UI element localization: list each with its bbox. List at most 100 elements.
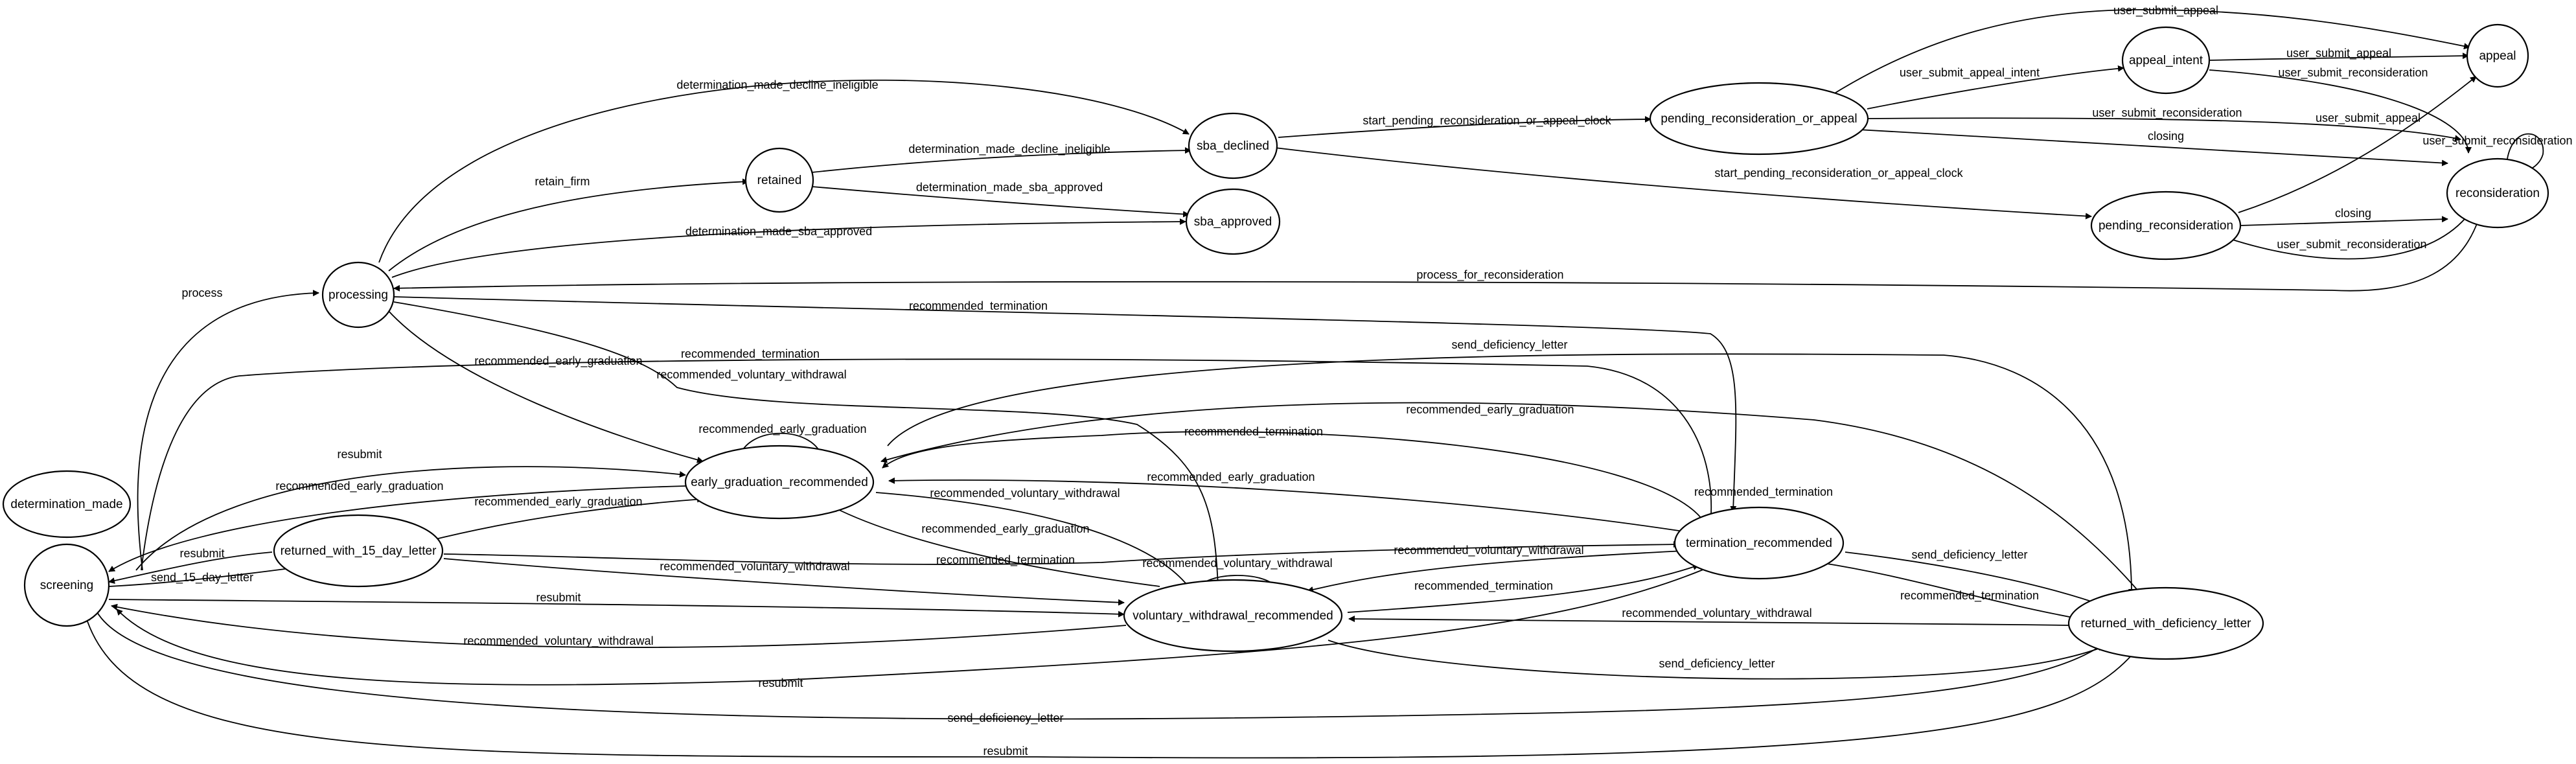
edge-deficiency-from-vol-withdrawal: send_deficiency_letter [1328, 640, 2114, 680]
edge-label: user_submit_appeal [2286, 47, 2391, 60]
node-pending-reconsideration-or-appeal: pending_reconsideration_or_appeal [1649, 82, 1869, 156]
node-processing: processing [321, 261, 395, 329]
edge-closing-2: closing [2240, 207, 2448, 226]
edge-resubmit-15-day-to-screening: resubmit [108, 547, 273, 584]
edge-label: user_submit_reconsideration [2422, 134, 2572, 148]
edge-label: recommended_termination [1900, 589, 2039, 603]
edge-label: send_deficiency_letter [1451, 338, 1567, 352]
edge-early-grad-to-screening: recommended_early_graduation [108, 480, 686, 572]
edge-termination-from-vol-withdrawal: recommended_termination [1347, 564, 1699, 613]
edge-vol-withdrawal-from-termination: recommended_voluntary_withdrawal [1307, 544, 1685, 593]
edge-label: resubmit [983, 745, 1028, 758]
edge-label: recommended_early_graduation [275, 480, 443, 493]
edge-early-grad-from-deficiency: recommended_early_graduation [880, 402, 2152, 607]
edge-early-grad-from-15-day: recommended_early_graduation [427, 495, 704, 542]
edge-label: recommended_voluntary_withdrawal [656, 368, 846, 382]
edge-start-clock-1: start_pending_reconsideration_or_appeal_… [1278, 114, 1651, 138]
edge-decline-from-processing: determination_made_decline_ineligible [378, 78, 1190, 263]
edge-vol-withdrawal-from-processing: recommended_voluntary_withdrawal [393, 301, 1221, 587]
node-sba-declined: sba_declined [1188, 112, 1278, 179]
edge-label: start_pending_reconsideration_or_appeal_… [1363, 114, 1611, 128]
edge-resubmit-screening-to-early-grad: resubmit [135, 448, 686, 571]
node-termination-recommended: termination_recommended [1673, 506, 1845, 580]
edge-label: send_deficiency_letter [1911, 548, 2027, 562]
edge-label: recommended_voluntary_withdrawal [660, 560, 849, 573]
edge-label: resubmit [337, 448, 382, 461]
edge-label: process_for_reconsideration [1416, 268, 1563, 282]
edge-deficiency-from-screening: send_deficiency_letter [97, 612, 2103, 725]
edge-start-clock-2: start_pending_reconsideration_or_appeal_… [1274, 147, 2092, 220]
edge-label: user_submit_reconsideration [2092, 106, 2242, 120]
svg-text:retained: retained [757, 174, 802, 187]
node-determination-made: determination_made [2, 470, 132, 538]
svg-text:processing: processing [328, 288, 388, 302]
node-sba-approved: sba_approved [1185, 188, 1281, 255]
edge-label: user_submit_reconsideration [2278, 66, 2428, 80]
edge-early-grad-from-termination: recommended_early_graduation [888, 470, 1684, 532]
edge-label: recommended_early_graduation [474, 354, 642, 368]
svg-text:sba_declined: sba_declined [1197, 139, 1269, 153]
node-reconsideration: reconsideration [2446, 157, 2549, 229]
edge-vol-withdrawal-from-deficiency: recommended_voluntary_withdrawal [1348, 607, 2071, 626]
edge-termination-to-early-grad: recommended_termination [882, 425, 1705, 522]
edge-process-for-recon: process_for_reconsideration [393, 220, 2479, 292]
svg-text:reconsideration: reconsideration [2455, 187, 2540, 200]
edge-label: retain_firm [535, 175, 590, 189]
edge-closing-1: closing [1857, 129, 2448, 167]
edge-label: determination_made_sba_approved [685, 225, 872, 238]
svg-text:termination_recommended: termination_recommended [1686, 537, 1832, 550]
svg-text:screening: screening [40, 579, 93, 592]
edge-label: recommended_termination [681, 347, 820, 361]
edge-label: process [181, 286, 222, 299]
svg-text:voluntary_withdrawal_recommend: voluntary_withdrawal_recommended [1133, 609, 1333, 623]
edge-label: closing [2335, 207, 2371, 220]
edge-label: recommended_termination [1184, 425, 1323, 439]
svg-text:returned_with_deficiency_lette: returned_with_deficiency_letter [2081, 617, 2252, 631]
edge-submit-appeal-intent: user_submit_appeal_intent [1867, 65, 2124, 110]
edge-decline-from-retained: determination_made_decline_ineligible [811, 143, 1191, 173]
edge-label: recommended_early_graduation [698, 423, 866, 436]
edge-label: recommended_voluntary_withdrawal [1622, 607, 1811, 620]
edge-submit-recon-2: user_submit_reconsideration [2228, 207, 2474, 260]
edge-process: process [137, 286, 319, 571]
edge-retain-firm: retain_firm [388, 175, 749, 272]
edge-label: recommended_early_graduation [1406, 403, 1574, 417]
edge-label: send_deficiency_letter [1659, 657, 1775, 671]
edge-label: user_submit_reconsideration [2277, 238, 2426, 251]
svg-text:returned_with_15_day_letter: returned_with_15_day_letter [281, 544, 437, 558]
edge-label: closing [2148, 130, 2184, 143]
edge-label: resubmit [758, 677, 803, 689]
edge-resubmit-termination-to-screening: resubmit [116, 563, 1718, 689]
node-screening: screening [23, 543, 110, 627]
svg-text:appeal: appeal [2479, 49, 2516, 63]
edge-label: resubmit [536, 591, 581, 604]
node-returned-with-deficiency-letter: returned_with_deficiency_letter [2067, 586, 2264, 660]
edge-label: recommended_termination [909, 299, 1048, 313]
svg-text:sba_approved: sba_approved [1194, 215, 1272, 229]
edge-label: start_pending_reconsideration_or_appeal_… [1714, 167, 1963, 180]
node-returned-with-15-day-letter: returned_with_15_day_letter [273, 514, 444, 588]
edge-deficiency-from-early-grad: send_deficiency_letter [887, 338, 2135, 596]
edge-resubmit-screening-to-vol-withdrawal: resubmit [108, 591, 1125, 618]
edge-approved-from-retained: determination_made_sba_approved [811, 181, 1190, 218]
edge-label: determination_made_sba_approved [916, 181, 1103, 194]
edge-vol-withdrawal-to-screening: recommended_voluntary_withdrawal [111, 603, 1127, 648]
edge-termination-from-screening: recommended_termination [141, 347, 1714, 571]
edge-label: recommended_early_graduation [921, 522, 1089, 536]
edge-deficiency-from-termination: send_deficiency_letter [1845, 548, 2105, 607]
edge-early-grad-from-vol-withdrawal: recommended_early_graduation [832, 506, 1160, 587]
node-appeal-intent: appeal_intent [2121, 26, 2211, 95]
node-voluntary-withdrawal-recommended: voluntary_withdrawal_recommended [1123, 579, 1343, 653]
edge-label: user_submit_appeal [2316, 111, 2421, 125]
edge-termination-from-processing: recommended_termination [393, 296, 1737, 513]
node-early-graduation-recommended: early_graduation_recommended [684, 445, 875, 520]
edge-label: recommended_voluntary_withdrawal [1142, 557, 1332, 570]
edge-vol-withdrawal-from-15-day: recommended_voluntary_withdrawal [443, 558, 1125, 606]
edge-label: determination_made_decline_ineligible [908, 143, 1110, 156]
edge-label: recommended_early_graduation [474, 495, 642, 509]
edge-intent-to-appeal: user_submit_appeal [2209, 47, 2469, 61]
edge-label: user_submit_appeal_intent [1900, 66, 2040, 80]
edge-label: recommended_voluntary_withdrawal [930, 487, 1120, 500]
edge-label: recommended_termination [1414, 579, 1553, 593]
